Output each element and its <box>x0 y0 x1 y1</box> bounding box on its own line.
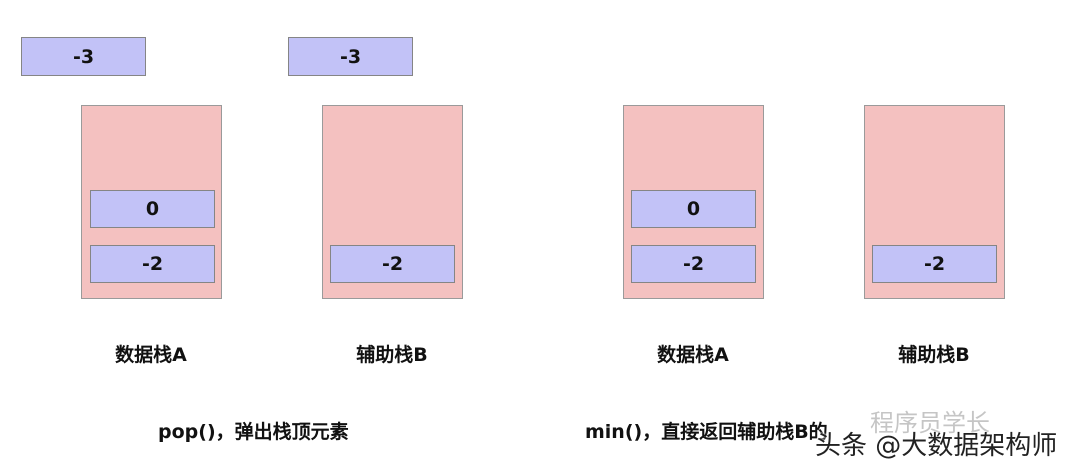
caption-pop: pop()，弹出栈顶元素 <box>158 421 349 443</box>
stack-label: 辅助栈B <box>898 344 970 366</box>
watermark-logo: 程序员学长 <box>870 409 990 437</box>
popped-element-b: -3 <box>288 37 413 76</box>
stack-element: -2 <box>872 245 997 283</box>
stack-label: 辅助栈B <box>356 344 428 366</box>
stack-element: -2 <box>631 245 756 283</box>
stack-element: 0 <box>90 190 215 228</box>
stack-label: 数据栈A <box>657 344 729 366</box>
stack-label: 数据栈A <box>115 344 187 366</box>
caption-min: min()，直接返回辅助栈B的 <box>585 421 828 443</box>
stack-element: 0 <box>631 190 756 228</box>
stack-element: -2 <box>330 245 455 283</box>
watermark-text: 头条 @大数据架构师 <box>815 431 1058 461</box>
popped-element-a: -3 <box>21 37 146 76</box>
stack-element: -2 <box>90 245 215 283</box>
